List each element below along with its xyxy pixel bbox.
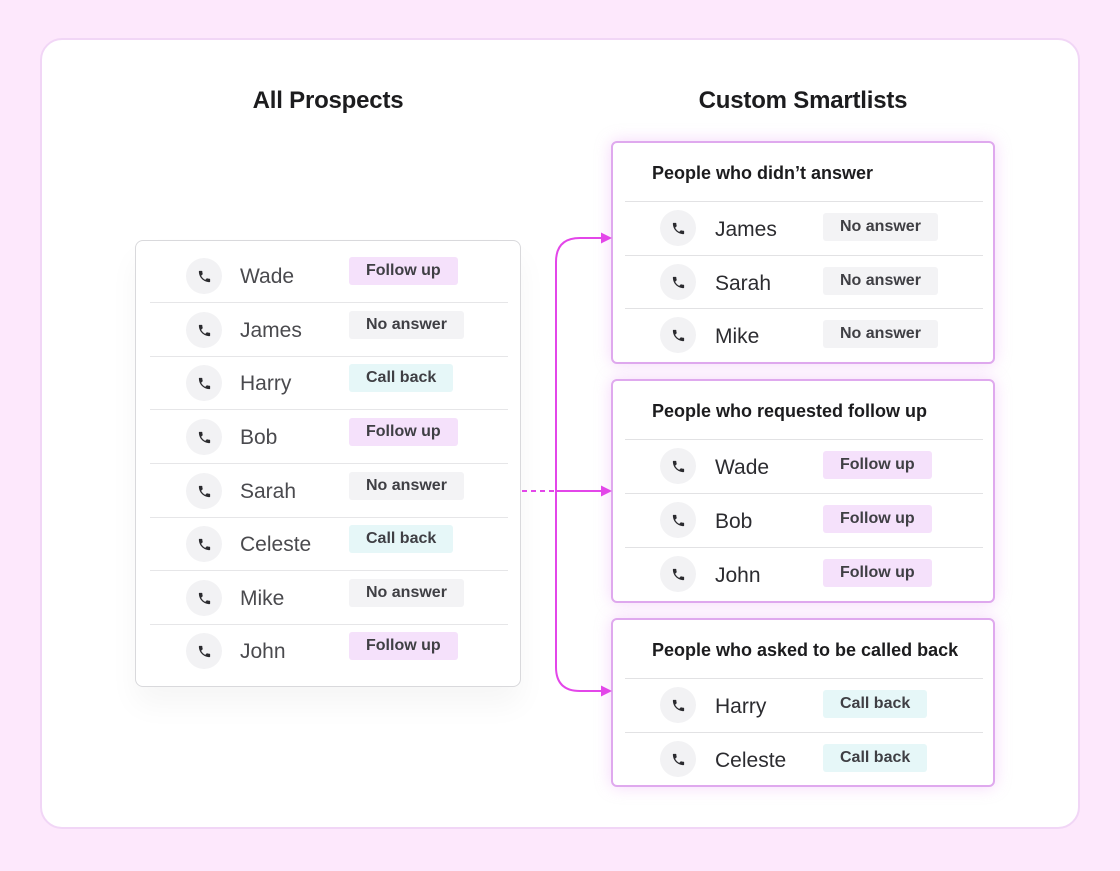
list-item[interactable]: Harry Call back bbox=[625, 678, 983, 731]
status-badge: Follow up bbox=[349, 257, 458, 285]
prospect-row[interactable]: Sarah No answer bbox=[150, 465, 508, 518]
status-badge: Call back bbox=[823, 690, 928, 718]
status-badge: Call back bbox=[349, 364, 454, 392]
contact-name: Celeste bbox=[715, 749, 787, 772]
smartlist-title: People who didn’t answer bbox=[652, 163, 874, 183]
contact-name: Harry bbox=[715, 695, 767, 718]
status-badge: Follow up bbox=[349, 418, 458, 446]
smartlist-title: People who requested follow up bbox=[652, 401, 928, 421]
smartlist-didnt-answer[interactable]: People who didn’t answer James No answer… bbox=[611, 141, 995, 364]
status-badge: Follow up bbox=[349, 632, 458, 660]
phone-icon[interactable] bbox=[660, 687, 696, 723]
smartlist-title: People who asked to be called back bbox=[652, 640, 959, 660]
all-prospects-list: Wade Follow up James No answer Harry Cal… bbox=[135, 240, 521, 687]
arrowhead-called-back bbox=[601, 685, 612, 697]
prospect-row[interactable]: Wade Follow up bbox=[150, 250, 508, 303]
list-item[interactable]: John Follow up bbox=[625, 547, 983, 600]
contact-name: Wade bbox=[715, 456, 770, 479]
status-badge: No answer bbox=[349, 472, 464, 500]
prospect-row[interactable]: James No answer bbox=[150, 304, 508, 357]
status-badge: Follow up bbox=[823, 559, 932, 587]
phone-icon[interactable] bbox=[660, 448, 696, 484]
list-item[interactable]: James No answer bbox=[625, 201, 983, 254]
custom-smartlists-heading: Custom Smartlists bbox=[698, 87, 908, 114]
status-badge: Follow up bbox=[823, 451, 932, 479]
prospect-row[interactable]: Celeste Call back bbox=[150, 518, 508, 571]
arrowhead-didnt-answer bbox=[601, 232, 612, 244]
contact-name: Sarah bbox=[715, 272, 772, 295]
prospect-name: Mike bbox=[240, 587, 285, 610]
prospect-row[interactable]: John Follow up bbox=[150, 625, 508, 678]
prospect-name: Celeste bbox=[240, 533, 312, 556]
prospect-name: Harry bbox=[240, 372, 292, 395]
arrowhead-follow-up bbox=[601, 485, 612, 497]
prospect-name: Wade bbox=[240, 265, 295, 288]
list-item[interactable]: Celeste Call back bbox=[625, 732, 983, 785]
connector-to-called-back bbox=[555, 491, 602, 692]
status-badge: No answer bbox=[349, 311, 464, 339]
connector-to-didnt-answer bbox=[555, 237, 602, 491]
phone-icon[interactable] bbox=[186, 312, 222, 348]
contact-name: Mike bbox=[715, 325, 760, 348]
contact-name: John bbox=[715, 564, 761, 587]
prospect-name: John bbox=[240, 640, 286, 663]
smartlist-called-back[interactable]: People who asked to be called back Harry… bbox=[611, 618, 995, 787]
status-badge: No answer bbox=[823, 267, 938, 295]
phone-icon[interactable] bbox=[660, 210, 696, 246]
prospect-name: Bob bbox=[240, 426, 278, 449]
contact-name: James bbox=[715, 218, 777, 241]
phone-icon[interactable] bbox=[660, 741, 696, 777]
status-badge: Call back bbox=[349, 525, 454, 553]
phone-icon[interactable] bbox=[186, 419, 222, 455]
list-item[interactable]: Sarah No answer bbox=[625, 255, 983, 308]
smartlist-requested-follow-up[interactable]: People who requested follow up Wade Foll… bbox=[611, 379, 995, 603]
status-badge: No answer bbox=[349, 579, 464, 607]
phone-icon[interactable] bbox=[186, 365, 222, 401]
prospect-name: Sarah bbox=[240, 480, 297, 503]
phone-icon[interactable] bbox=[660, 556, 696, 592]
list-item[interactable]: Mike No answer bbox=[625, 308, 983, 361]
status-badge: No answer bbox=[823, 320, 938, 348]
phone-icon[interactable] bbox=[186, 526, 222, 562]
all-prospects-heading: All Prospects bbox=[252, 87, 404, 114]
phone-icon[interactable] bbox=[186, 473, 222, 509]
phone-icon[interactable] bbox=[186, 258, 222, 294]
phone-icon[interactable] bbox=[186, 580, 222, 616]
list-item[interactable]: Wade Follow up bbox=[625, 439, 983, 492]
phone-icon[interactable] bbox=[660, 317, 696, 353]
list-item[interactable]: Bob Follow up bbox=[625, 493, 983, 546]
phone-icon[interactable] bbox=[660, 264, 696, 300]
contact-name: Bob bbox=[715, 510, 753, 533]
prospect-row[interactable]: Harry Call back bbox=[150, 357, 508, 410]
prospect-row[interactable]: Bob Follow up bbox=[150, 411, 508, 464]
prospect-name: James bbox=[240, 319, 302, 342]
prospect-row[interactable]: Mike No answer bbox=[150, 572, 508, 625]
status-badge: No answer bbox=[823, 213, 938, 241]
status-badge: Follow up bbox=[823, 505, 932, 533]
phone-icon[interactable] bbox=[660, 502, 696, 538]
status-badge: Call back bbox=[823, 744, 928, 772]
phone-icon[interactable] bbox=[186, 633, 222, 669]
